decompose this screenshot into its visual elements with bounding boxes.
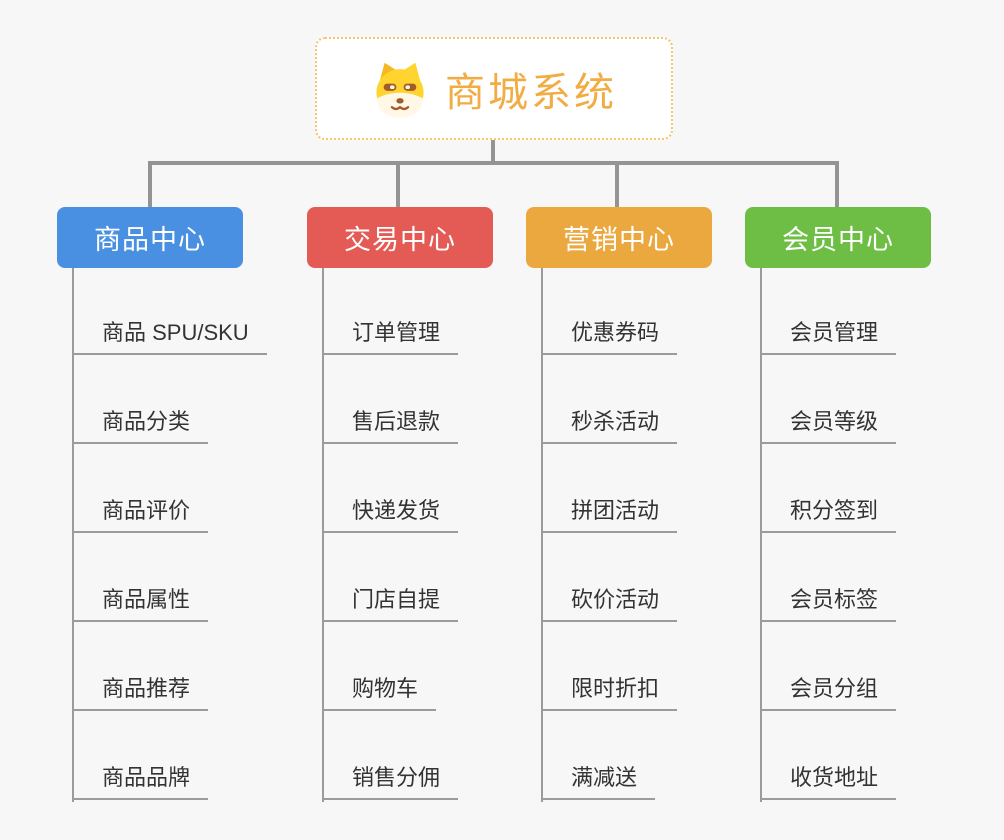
leaf-node[interactable]: 会员管理 (760, 319, 897, 355)
branch-node-trade[interactable]: 交易中心 (307, 207, 493, 268)
leaf-node[interactable]: 会员标签 (760, 586, 897, 622)
leaf-node[interactable]: 满减送 (541, 764, 656, 800)
leaf-node[interactable]: 积分签到 (760, 497, 897, 533)
leaf-node[interactable]: 商品分类 (72, 408, 209, 444)
root-node[interactable]: 商城系统 (315, 37, 673, 140)
branch-node-product[interactable]: 商品中心 (57, 207, 243, 268)
leaf-node[interactable]: 收货地址 (760, 764, 897, 800)
leaf-node[interactable]: 秒杀活动 (541, 408, 678, 444)
leaf-node[interactable]: 销售分佣 (322, 764, 459, 800)
leaf-node[interactable]: 限时折扣 (541, 675, 678, 711)
leaf-node[interactable]: 门店自提 (322, 586, 459, 622)
branch-label: 会员中心 (782, 225, 894, 255)
connector-drop (396, 161, 400, 209)
branch-line (72, 268, 74, 802)
leaf-node[interactable]: 商品推荐 (72, 675, 209, 711)
connector-rail (148, 161, 839, 165)
leaf-node[interactable]: 订单管理 (322, 319, 459, 355)
doge-icon (376, 62, 424, 118)
leaf-node[interactable]: 商品属性 (72, 586, 209, 622)
leaf-node[interactable]: 砍价活动 (541, 586, 678, 622)
leaf-node[interactable]: 拼团活动 (541, 497, 678, 533)
leaf-node[interactable]: 商品品牌 (72, 764, 209, 800)
branch-node-marketing[interactable]: 营销中心 (526, 207, 712, 268)
branch-node-member[interactable]: 会员中心 (745, 207, 931, 268)
branch-line (541, 268, 543, 802)
branch-label: 商品中心 (94, 225, 206, 255)
connector-drop (835, 161, 839, 209)
leaf-node[interactable]: 会员等级 (760, 408, 897, 444)
connector-stem (491, 140, 495, 164)
leaf-node[interactable]: 快递发货 (322, 497, 459, 533)
leaf-node[interactable]: 商品评价 (72, 497, 209, 533)
root-title: 商城系统 (445, 70, 617, 115)
leaf-node[interactable]: 商品 SPU/SKU (72, 319, 267, 355)
connector-drop (148, 161, 152, 209)
branch-label: 营销中心 (563, 225, 675, 255)
branch-label: 交易中心 (344, 225, 456, 255)
leaf-node[interactable]: 优惠券码 (541, 319, 678, 355)
leaf-node[interactable]: 售后退款 (322, 408, 459, 444)
leaf-node[interactable]: 购物车 (322, 675, 437, 711)
branch-line (322, 268, 324, 802)
leaf-node[interactable]: 会员分组 (760, 675, 897, 711)
branch-line (760, 268, 762, 802)
connector-drop (615, 161, 619, 209)
